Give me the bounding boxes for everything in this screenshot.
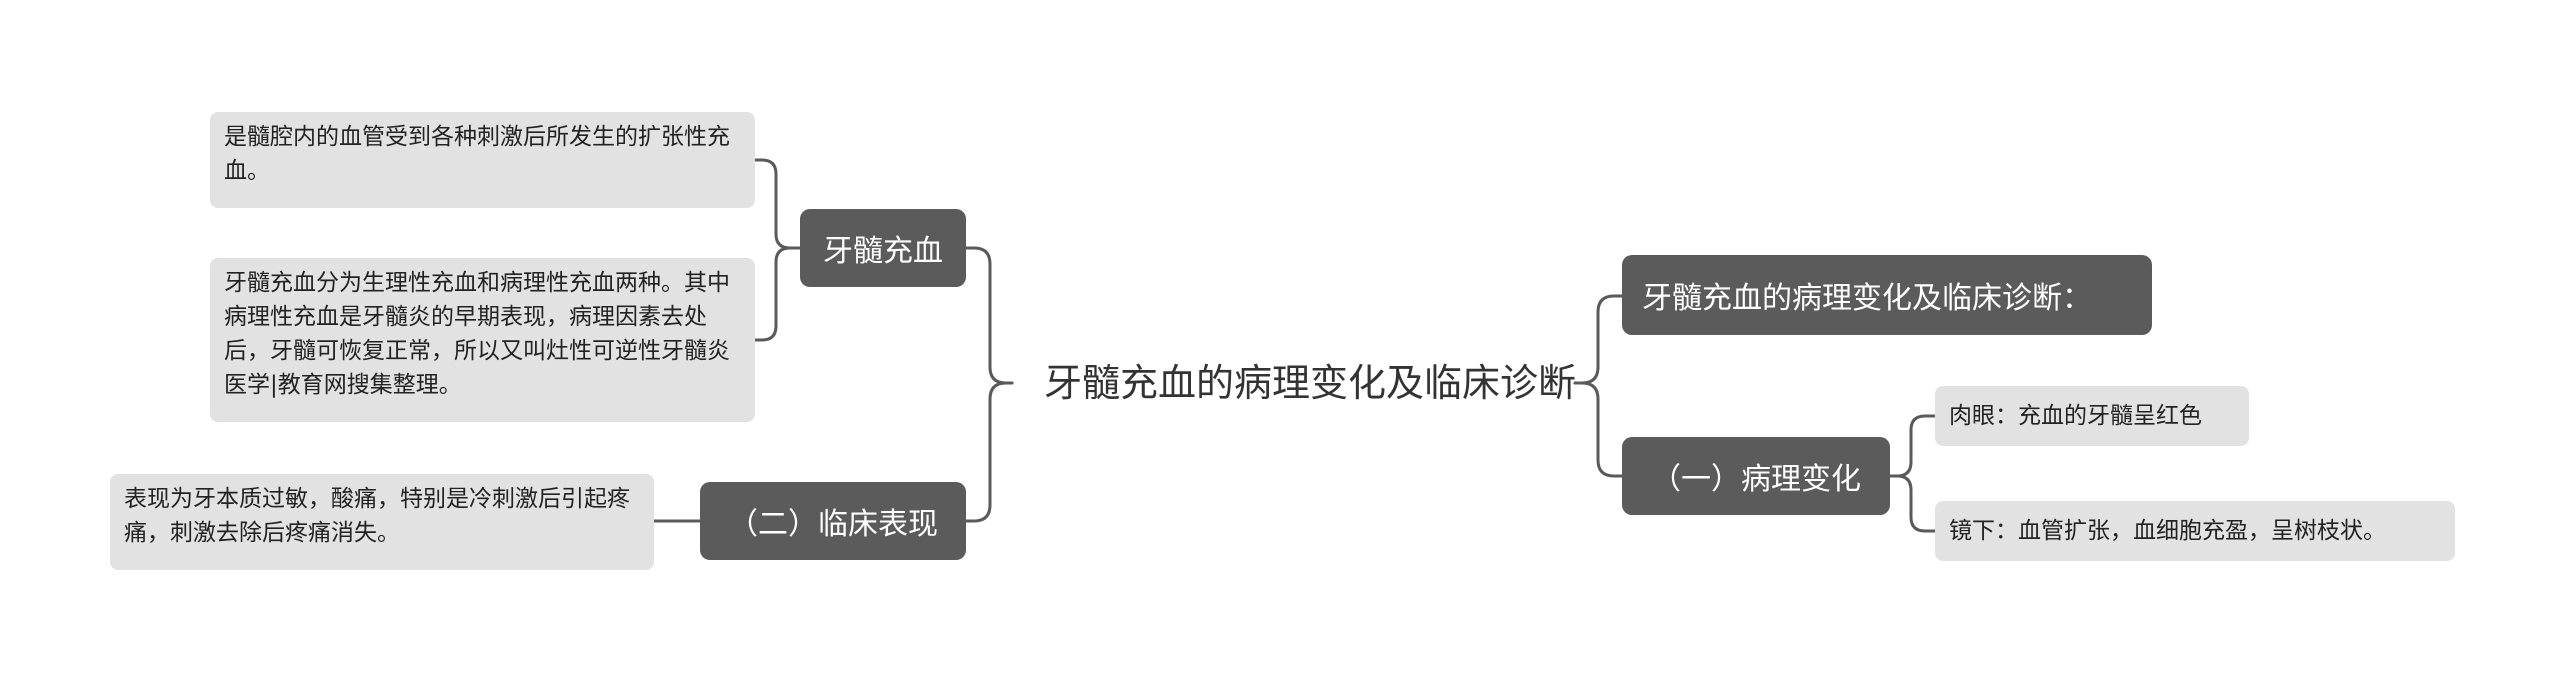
connector-branch-left-1-note-2 (753, 246, 802, 342)
connector-root-to-branch-right-2 (1573, 381, 1624, 478)
note-classification[interactable]: 牙髓充血分为生理性充血和病理性充血两种。其中病理性充血是牙髓炎的早期表现，病理因… (210, 258, 755, 422)
connector-branch-left-1-note-1 (753, 158, 802, 250)
connector-branch-right-2-note-2 (1888, 474, 1937, 533)
note-clinical-symptoms[interactable]: 表现为牙本质过敏，酸痛，特别是冷刺激后引起疼痛，刺激去除后疼痛消失。 (110, 474, 654, 570)
note-definition[interactable]: 是髓腔内的血管受到各种刺激后所发生的扩张性充血。 (210, 112, 755, 208)
note-text: 牙髓充血分为生理性充血和病理性充血两种。其中病理性充血是牙髓炎的早期表现，病理因… (224, 270, 730, 398)
note-text: 镜下：血管扩张，血细胞充盈，呈树枝状。 (1949, 518, 2386, 544)
branch-clinical-manifestation[interactable]: （二）临床表现 (700, 482, 966, 560)
branch-pathological-changes[interactable]: （一）病理变化 (1622, 437, 1890, 515)
note-microscopic-appearance[interactable]: 镜下：血管扩张，血细胞充盈，呈树枝状。 (1935, 501, 2455, 561)
connector-root-to-branch-right-1 (1573, 294, 1624, 385)
branch-summary-title[interactable]: 牙髓充血的病理变化及临床诊断： (1622, 255, 2152, 335)
branch-label: 牙髓充血的病理变化及临床诊断： (1642, 281, 2092, 316)
root-topic-label: 牙髓充血的病理变化及临床诊断 (1043, 361, 1576, 405)
branch-dental-pulp-hyperemia[interactable]: 牙髓充血 (800, 209, 966, 287)
note-gross-appearance[interactable]: 肉眼：充血的牙髓呈红色 (1935, 386, 2249, 446)
connector-root-to-branch-left-2 (964, 381, 1014, 523)
root-topic[interactable]: 牙髓充血的病理变化及临床诊断 (1030, 318, 1590, 448)
branch-label: （二）临床表现 (728, 507, 938, 542)
note-text: 是髓腔内的血管受到各种刺激后所发生的扩张性充血。 (224, 124, 730, 184)
branch-label: （一）病理变化 (1651, 462, 1861, 497)
branch-label: 牙髓充血 (823, 234, 943, 269)
note-text: 肉眼：充血的牙髓呈红色 (1949, 403, 2202, 429)
connector-branch-right-2-note-1 (1888, 414, 1937, 478)
note-text: 表现为牙本质过敏，酸痛，特别是冷刺激后引起疼痛，刺激去除后疼痛消失。 (124, 486, 630, 546)
connector-root-to-branch-left-1 (964, 246, 1014, 385)
